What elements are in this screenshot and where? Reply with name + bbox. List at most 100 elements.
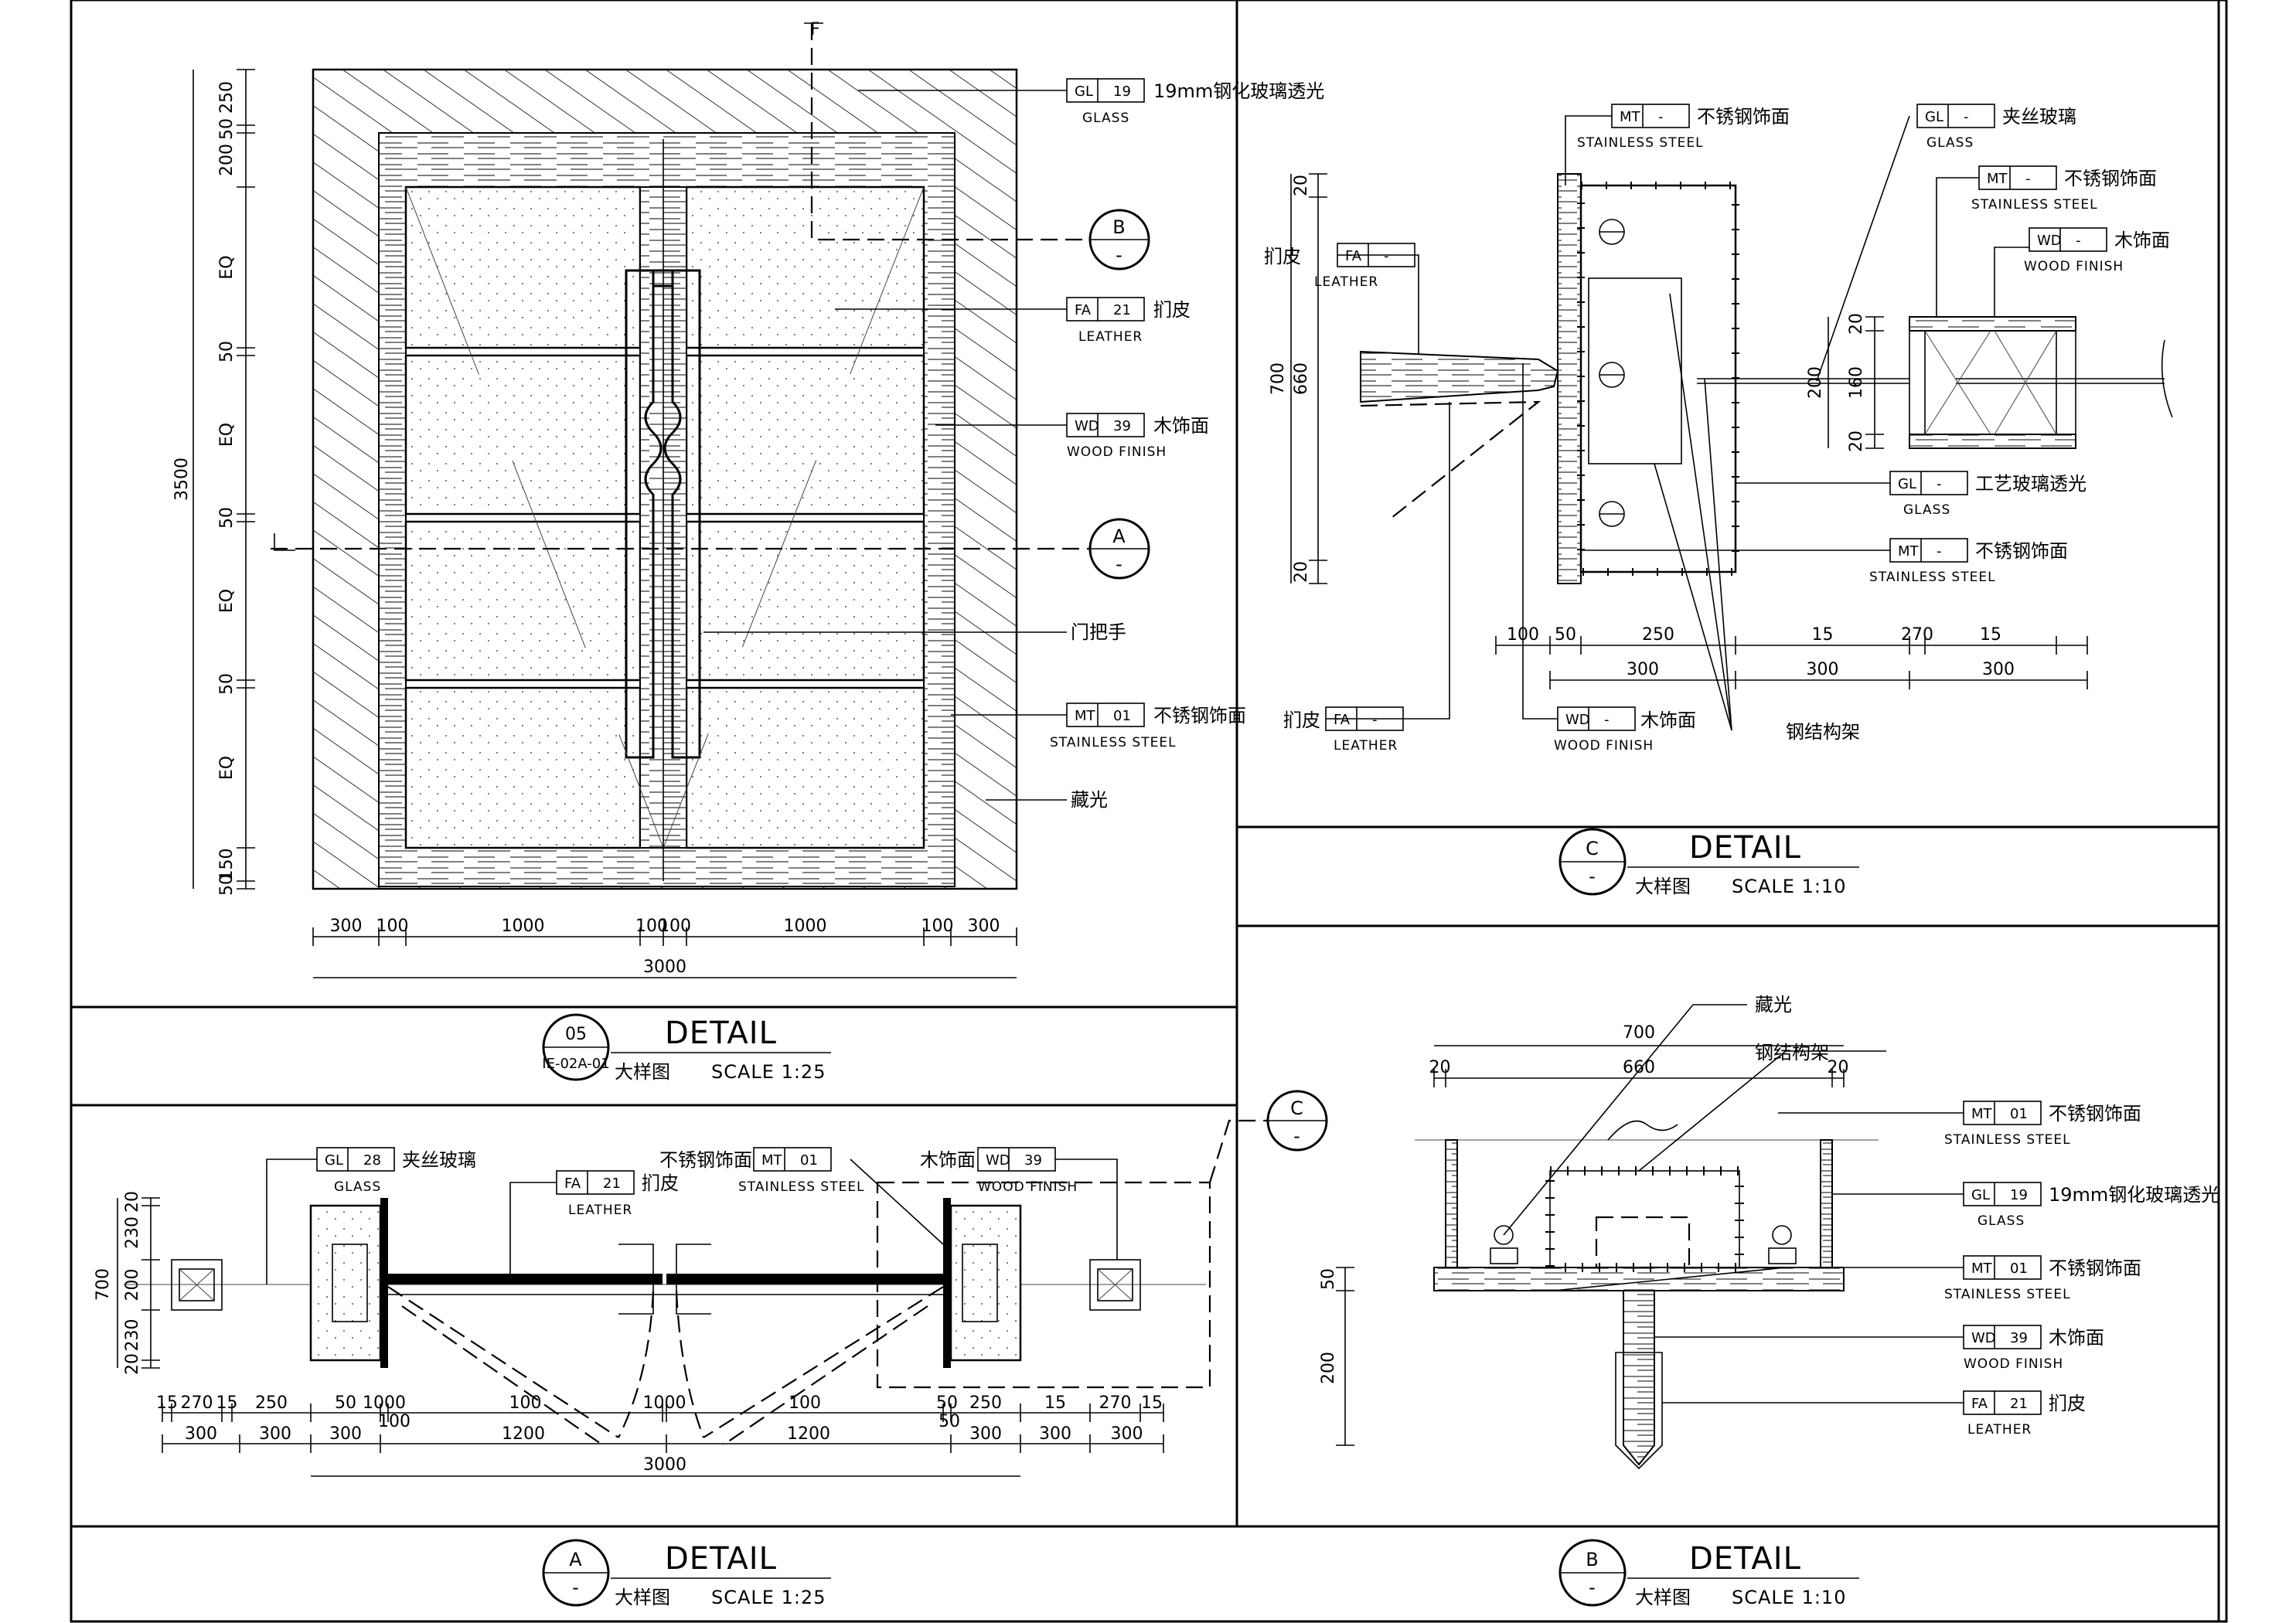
svg-text:MT: MT xyxy=(1898,543,1920,560)
panel-b-title: B - DETAIL 大样图 SCALE 1:10 xyxy=(1558,1539,1859,1608)
tag-a-stainless-01: MT 01 不锈钢饰面 STAINLESS STEEL xyxy=(659,1147,944,1245)
p05-left-dim-value: 150 xyxy=(217,849,237,881)
pa-row1-dim-value: 50 xyxy=(936,1393,958,1413)
tag-c-stainless-top: MT - 不锈钢饰面 STAINLESS STEEL xyxy=(1565,104,1790,185)
section-a-letter: A xyxy=(1112,526,1126,547)
pa-left-dim-value: 20 xyxy=(123,1191,142,1213)
svg-text:MT: MT xyxy=(1620,109,1641,125)
panel-a-tags: GL 28 夹丝玻璃 GLASS FA 21 扪皮 LEATHER MT 01 … xyxy=(266,1147,1118,1284)
svg-text:-: - xyxy=(1589,866,1596,887)
pc-row1-dim-value: 100 xyxy=(1507,625,1539,645)
svg-text:WD: WD xyxy=(2037,233,2062,249)
svg-text:MT: MT xyxy=(1075,708,1096,724)
svg-text:藏光: 藏光 xyxy=(1755,994,1792,1016)
svg-text:MT: MT xyxy=(761,1152,783,1169)
svg-text:WOOD FINISH: WOOD FINISH xyxy=(978,1179,1078,1195)
svg-text:01: 01 xyxy=(2010,1106,2028,1122)
svg-text:C: C xyxy=(1586,838,1599,859)
pc-row1-dim-value: 270 xyxy=(1901,625,1933,645)
p05-left-dim-value: EQ xyxy=(217,255,237,279)
svg-text:WD: WD xyxy=(1075,418,1099,434)
svg-text:01: 01 xyxy=(1113,708,1131,724)
p05-left-dim-value: 50 xyxy=(217,507,237,529)
pb-top-dim-value: 20 xyxy=(1429,1058,1451,1077)
svg-text:39: 39 xyxy=(1113,418,1131,434)
p05-left-dim-value: EQ xyxy=(217,589,237,613)
svg-text:-: - xyxy=(1372,712,1378,728)
pa-left-dim-value: 20 xyxy=(123,1353,142,1375)
pa-row1-dim-value: 15 xyxy=(156,1393,178,1413)
svg-text:LEATHER: LEATHER xyxy=(1078,329,1143,345)
panel-a-title: A - DETAIL 大样图 SCALE 1:25 xyxy=(542,1539,831,1608)
svg-text:21: 21 xyxy=(2010,1396,2028,1412)
pc-row1-dim-value: 50 xyxy=(1555,625,1576,645)
tag-c-stainless-right: MT - 不锈钢饰面 STAINLESS STEEL xyxy=(1936,165,2157,317)
door-panel-right xyxy=(685,686,925,849)
pa-row2-dim-value: 300 xyxy=(329,1424,362,1444)
svg-text:FA: FA xyxy=(1971,1396,1988,1412)
tag-c-leather-left: FA - 扪皮 LEATHER xyxy=(1264,243,1419,354)
title-05-detail: DETAIL xyxy=(665,1016,777,1051)
tag-stainless-01: MT 01 不锈钢饰面 STAINLESS STEEL xyxy=(951,703,1246,750)
svg-text:19: 19 xyxy=(2010,1187,2028,1203)
svg-text:夹丝玻璃: 夹丝玻璃 xyxy=(402,1149,476,1171)
total-height-3500: 3500 xyxy=(172,458,192,501)
svg-text:200: 200 xyxy=(1806,366,1825,399)
steel-frame-label-b: 钢结构架 xyxy=(1638,1042,1886,1172)
pa-left-dim-value: 230 xyxy=(123,1319,142,1352)
pa-row1-dim-value: 250 xyxy=(969,1393,1002,1413)
pa-row1-dim-value: 15 xyxy=(216,1393,238,1413)
svg-text:GL: GL xyxy=(1925,109,1943,125)
svg-text:C: C xyxy=(1290,1097,1304,1119)
pa-row2-dim-value: 300 xyxy=(185,1424,217,1444)
svg-text:不锈钢饰面: 不锈钢饰面 xyxy=(1153,705,1246,726)
panel-05-tags: GL 19 19mm钢化玻璃透光 GLASS FA 21 扪皮 LEATHER … xyxy=(703,78,1324,811)
svg-text:木饰面: 木饰面 xyxy=(2049,1327,2104,1349)
svg-text:不锈钢饰面: 不锈钢饰面 xyxy=(2064,168,2157,189)
svg-text:不锈钢饰面: 不锈钢饰面 xyxy=(1975,540,2068,562)
svg-text:木饰面: 木饰面 xyxy=(1153,415,1209,437)
svg-text:STAINLESS STEEL: STAINLESS STEEL xyxy=(738,1179,865,1195)
svg-text:GLASS: GLASS xyxy=(1903,502,1950,518)
svg-text:21: 21 xyxy=(1113,302,1131,318)
hidden-light-label-b: 藏光 xyxy=(1503,994,1792,1236)
svg-text:WD: WD xyxy=(986,1152,1010,1169)
panel-a-section xyxy=(124,1119,1268,1446)
section-bubble-a[interactable]: A - xyxy=(1088,518,1150,580)
pb-left-dim-value: 50 xyxy=(1319,1268,1338,1290)
svg-text:-: - xyxy=(1604,712,1610,728)
pa-left-dim-value: 230 xyxy=(123,1216,142,1249)
svg-text:WD: WD xyxy=(1565,712,1590,728)
door-panel-right xyxy=(685,520,925,682)
a-total-height-700: 700 xyxy=(94,1268,113,1301)
svg-text:FA: FA xyxy=(1075,302,1092,318)
svg-text:GL: GL xyxy=(1075,83,1093,100)
svg-text:WD: WD xyxy=(1971,1330,1996,1346)
tag-b-wood-39: WD 39 木饰面 WOOD FINISH xyxy=(1654,1325,2104,1372)
section-bubble-b[interactable]: B - xyxy=(1088,209,1150,270)
pa-row1-dim-value: 100 xyxy=(789,1393,821,1413)
pc-left-dim-value: 20 xyxy=(1292,175,1311,196)
tag-b-leather-21: FA 21 扪皮 LEATHER xyxy=(1662,1390,2086,1438)
pa-row1-dim-value: 1000 xyxy=(643,1393,686,1413)
callout-bubble-c[interactable]: C - xyxy=(1266,1090,1328,1152)
door-panel-right xyxy=(685,354,925,515)
svg-text:FA: FA xyxy=(564,1176,581,1192)
svg-text:WOOD FINISH: WOOD FINISH xyxy=(1964,1356,2063,1372)
panel-c-title: C - DETAIL 大样图 SCALE 1:10 xyxy=(1558,828,1859,897)
svg-text:GLASS: GLASS xyxy=(1926,135,1974,151)
pc-left-dim-value: 660 xyxy=(1292,362,1311,395)
pa-row1b-value: 50 xyxy=(938,1412,960,1431)
svg-text:28: 28 xyxy=(363,1152,381,1169)
tag-c-craft-glass: GL - 工艺玻璃透光 GLASS xyxy=(1736,471,2086,518)
svg-text:大样图: 大样图 xyxy=(1635,876,1691,897)
svg-text:-: - xyxy=(1964,109,1969,125)
tag-b-stainless-01-bottom: MT 01 不锈钢饰面 STAINLESS STEEL xyxy=(1553,1255,2141,1302)
svg-text:19: 19 xyxy=(1113,83,1131,100)
panel-05-title: 05 IE-02A-01 DETAIL 大样图 SCALE 1:25 xyxy=(542,1013,831,1083)
svg-text:GL: GL xyxy=(1898,476,1916,492)
svg-text:LEATHER: LEATHER xyxy=(568,1203,632,1218)
svg-text:扪皮: 扪皮 xyxy=(1153,299,1191,321)
tag-c-wired-glass: GL - 夹丝玻璃 GLASS xyxy=(1816,104,2076,382)
